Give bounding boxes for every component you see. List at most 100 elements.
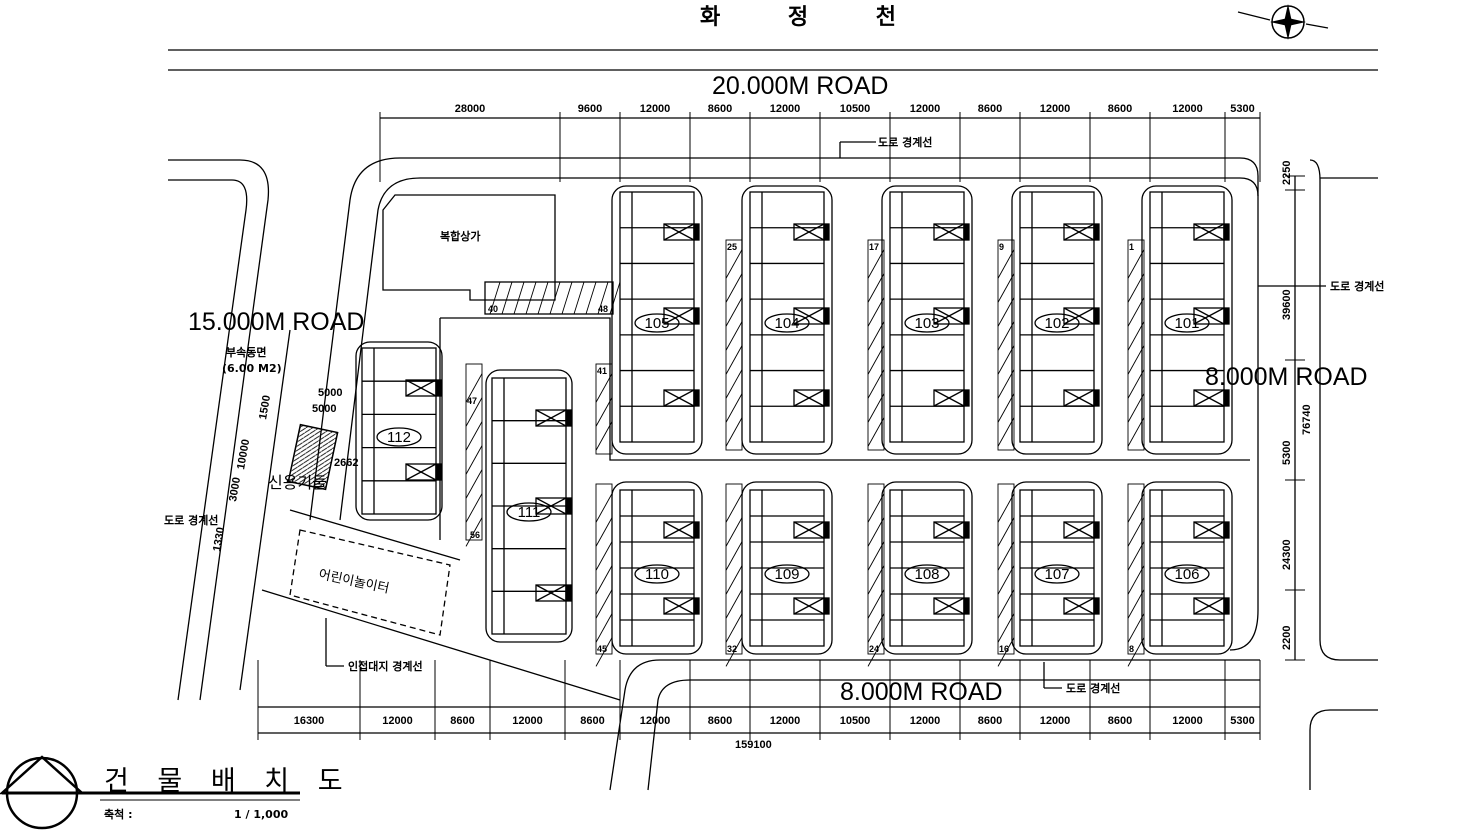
road-boundary-label-west: 도로 경계선 bbox=[164, 513, 218, 527]
parking-count: 9 bbox=[999, 242, 1004, 252]
parking-strip: 45 bbox=[595, 483, 613, 667]
right-dim-3: 24300 bbox=[1281, 539, 1293, 570]
parking-count: 40 bbox=[488, 304, 498, 314]
scale-value: 1 / 1,000 bbox=[234, 808, 288, 821]
building-102: 102 bbox=[1011, 185, 1103, 455]
building-104-label: 104 bbox=[774, 315, 799, 332]
annex-area-label: (6.00 M2) bbox=[222, 362, 282, 375]
parking-count: 17 bbox=[869, 242, 879, 252]
bottom-dim-0: 16300 bbox=[294, 715, 325, 727]
parking-strip: 47 bbox=[465, 363, 483, 547]
building-110-label: 110 bbox=[645, 566, 669, 583]
store-building bbox=[287, 423, 339, 491]
bottom-dim-1: 12000 bbox=[382, 715, 413, 727]
building-102-label: 102 bbox=[1044, 315, 1069, 332]
west-dim-5: 1330 bbox=[211, 526, 227, 552]
bottom-dim-12: 8600 bbox=[1108, 715, 1132, 727]
store-label: 신용기둘 bbox=[268, 473, 327, 492]
parking-strip-top: 40 48 56 bbox=[470, 281, 621, 540]
west-road-label: 15.000M ROAD bbox=[188, 308, 364, 336]
west-dim-3: 10000 bbox=[235, 438, 252, 470]
parking-count: 41 bbox=[597, 366, 607, 376]
building-103-label: 103 bbox=[914, 315, 939, 332]
parking-count: 1 bbox=[1129, 242, 1134, 252]
south-road-label: 8.000M ROAD bbox=[840, 678, 1003, 706]
top-dim-8: 12000 bbox=[1040, 103, 1071, 115]
right-dim-0: 2250 bbox=[1281, 161, 1293, 185]
road-boundary-label-right: 도로 경계선 bbox=[1330, 279, 1384, 293]
building-110: 110 bbox=[611, 481, 703, 655]
top-dim-6: 12000 bbox=[910, 103, 941, 115]
building-109-label: 109 bbox=[774, 566, 799, 583]
parking-count: 45 bbox=[597, 644, 607, 654]
bottom-dim-4: 8600 bbox=[580, 715, 604, 727]
total-dim-label: 159100 bbox=[735, 739, 772, 751]
river-label: 화 정 천 bbox=[700, 5, 926, 30]
parking-count: 25 bbox=[727, 242, 737, 252]
parking-strip: 8 bbox=[1127, 483, 1145, 667]
bottom-dim-9: 12000 bbox=[910, 715, 941, 727]
neighbor-boundary-label: 인접대지 경계선 bbox=[348, 659, 423, 673]
right-dim-4: 2200 bbox=[1281, 626, 1293, 650]
parking-count: 16 bbox=[999, 644, 1009, 654]
building-104: 104 bbox=[741, 185, 833, 455]
parking-strip: 9 bbox=[997, 239, 1015, 451]
parking-count: 8 bbox=[1129, 644, 1134, 654]
building-101-label: 101 bbox=[1174, 315, 1199, 332]
bottom-dim-10: 8600 bbox=[978, 715, 1002, 727]
bottom-dim-11: 12000 bbox=[1040, 715, 1071, 727]
drawing-title: 건 물 배 치 도 bbox=[104, 766, 353, 797]
west-dim-4: 3000 bbox=[227, 476, 243, 502]
top-dim-7: 8600 bbox=[978, 103, 1002, 115]
playground-boundary bbox=[289, 529, 451, 636]
building-111: 111 bbox=[485, 369, 573, 643]
bottom-dim-13: 12000 bbox=[1172, 715, 1203, 727]
building-111-label: 111 bbox=[518, 504, 541, 521]
building-109: 109 bbox=[741, 481, 833, 655]
building-107: 107 bbox=[1011, 481, 1103, 655]
parking-strip: 1 bbox=[1127, 239, 1145, 451]
parking-count: 48 bbox=[598, 304, 608, 314]
road-boundary-label-bottom: 도로 경계선 bbox=[1066, 681, 1120, 695]
building-103: 103 bbox=[881, 185, 973, 455]
top-dim-9: 8600 bbox=[1108, 103, 1132, 115]
building-112-label: 112 bbox=[387, 429, 411, 446]
title-symbol-icon bbox=[0, 755, 300, 830]
building-101: 101 bbox=[1141, 185, 1233, 455]
west-dim-0: 5000 bbox=[318, 387, 342, 399]
right-dim-2: 5300 bbox=[1281, 441, 1293, 465]
building-105-label: 105 bbox=[644, 315, 669, 332]
building-108-label: 108 bbox=[914, 566, 939, 583]
top-dim-4: 12000 bbox=[770, 103, 801, 115]
top-dim-3: 8600 bbox=[708, 103, 732, 115]
top-dim-2: 12000 bbox=[640, 103, 671, 115]
bottom-dim-8: 10500 bbox=[840, 715, 871, 727]
parking-strip: 16 bbox=[997, 483, 1015, 667]
top-dim-10: 12000 bbox=[1172, 103, 1203, 115]
right-total-dim: 76740 bbox=[1301, 404, 1313, 435]
west-small-dim: 2662 bbox=[334, 457, 358, 469]
bottom-dim-3: 12000 bbox=[512, 715, 543, 727]
parking-count: 47 bbox=[467, 396, 477, 406]
building-107-label: 107 bbox=[1044, 566, 1069, 583]
annex-label: 부속동면 bbox=[226, 345, 266, 359]
building-106: 106 bbox=[1141, 481, 1233, 655]
east-road-label: 8.000M ROAD bbox=[1205, 363, 1368, 391]
north-arrow-icon bbox=[1237, 4, 1329, 40]
west-dim-2: 1500 bbox=[257, 394, 273, 420]
bottom-dim-6: 8600 bbox=[708, 715, 732, 727]
building-112: 112 bbox=[355, 341, 443, 521]
bottom-dim-5: 12000 bbox=[640, 715, 671, 727]
parking-count: 24 bbox=[869, 644, 879, 654]
parking-strip: 32 bbox=[725, 483, 743, 667]
top-dim-11: 5300 bbox=[1230, 103, 1254, 115]
parking-strip: 17 bbox=[867, 239, 885, 451]
road-boundary-label-top: 도로 경계선 bbox=[878, 135, 932, 149]
parking-count: 56 bbox=[470, 530, 480, 540]
west-dim-1: 5000 bbox=[312, 403, 336, 415]
building-108: 108 bbox=[881, 481, 973, 655]
commercial-label: 복합상가 bbox=[440, 229, 480, 243]
right-dim-1: 39600 bbox=[1281, 289, 1293, 320]
building-105: 105 bbox=[611, 185, 703, 455]
parking-strip: 24 bbox=[867, 483, 885, 667]
